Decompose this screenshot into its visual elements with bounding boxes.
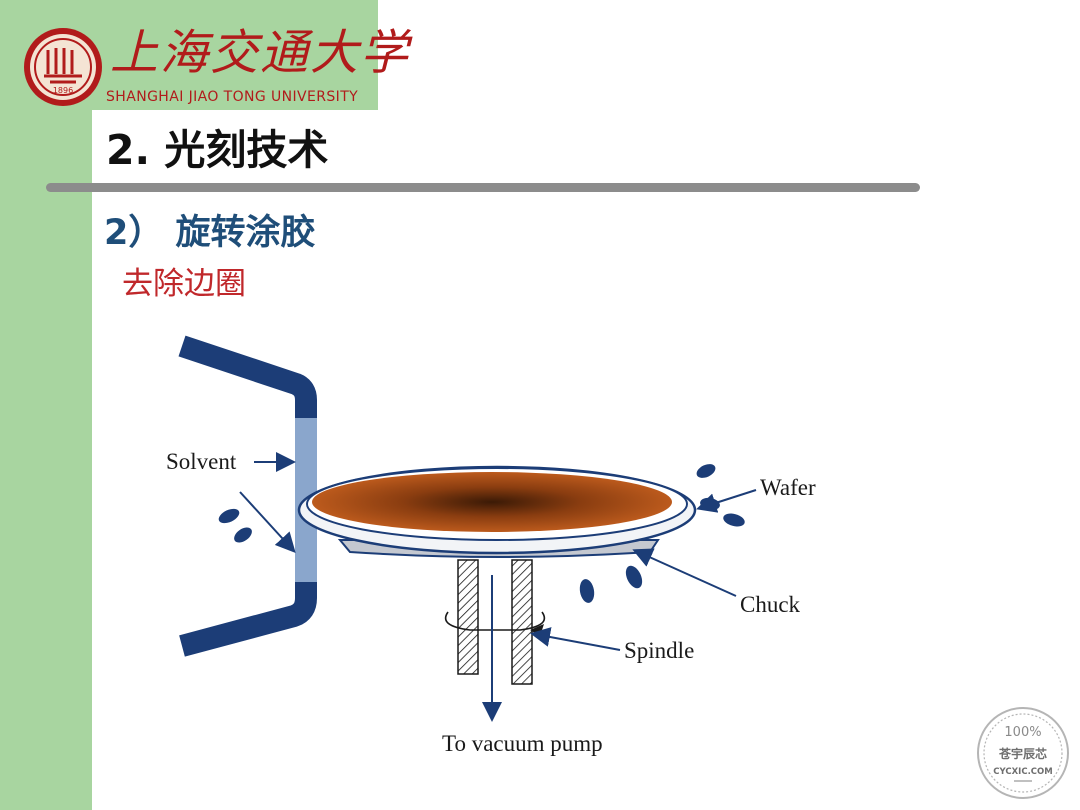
university-seal-icon: 1896 [24,28,102,106]
label-wafer: Wafer [760,475,816,500]
spindle [444,559,546,685]
watermark-site: CYCXIC.COM [993,767,1052,777]
title-divider [46,183,920,192]
university-name-en: SHANGHAI JIAO TONG UNIVERSITY [106,89,359,105]
university-logo-area: 1896 上海交通大学 SHANGHAI JIAO TONG UNIVERSIT… [0,0,408,110]
seal-year: 1896 [53,86,73,95]
slide-subtitle: 2） 旋转涂胶 [104,213,316,253]
wafer [297,465,697,555]
watermark-name: 苍宇辰芯 [998,746,1047,761]
slide-topic: 去除边圈 [122,266,246,302]
solvent-nozzle [178,335,317,657]
left-sidebar-band [0,0,92,810]
label-vacuum: To vacuum pump [442,731,603,756]
watermark-percent: 100% [1004,725,1041,740]
university-name-cn: 上海交通大学 [110,25,411,81]
watermark-stamp-icon: 100% 苍宇辰芯 CYCXIC.COM [977,707,1069,799]
label-spindle: Spindle [624,638,694,663]
label-chuck: Chuck [740,592,801,617]
slide-title: 2. 光刻技术 [106,126,329,174]
label-solvent: Solvent [166,449,237,474]
